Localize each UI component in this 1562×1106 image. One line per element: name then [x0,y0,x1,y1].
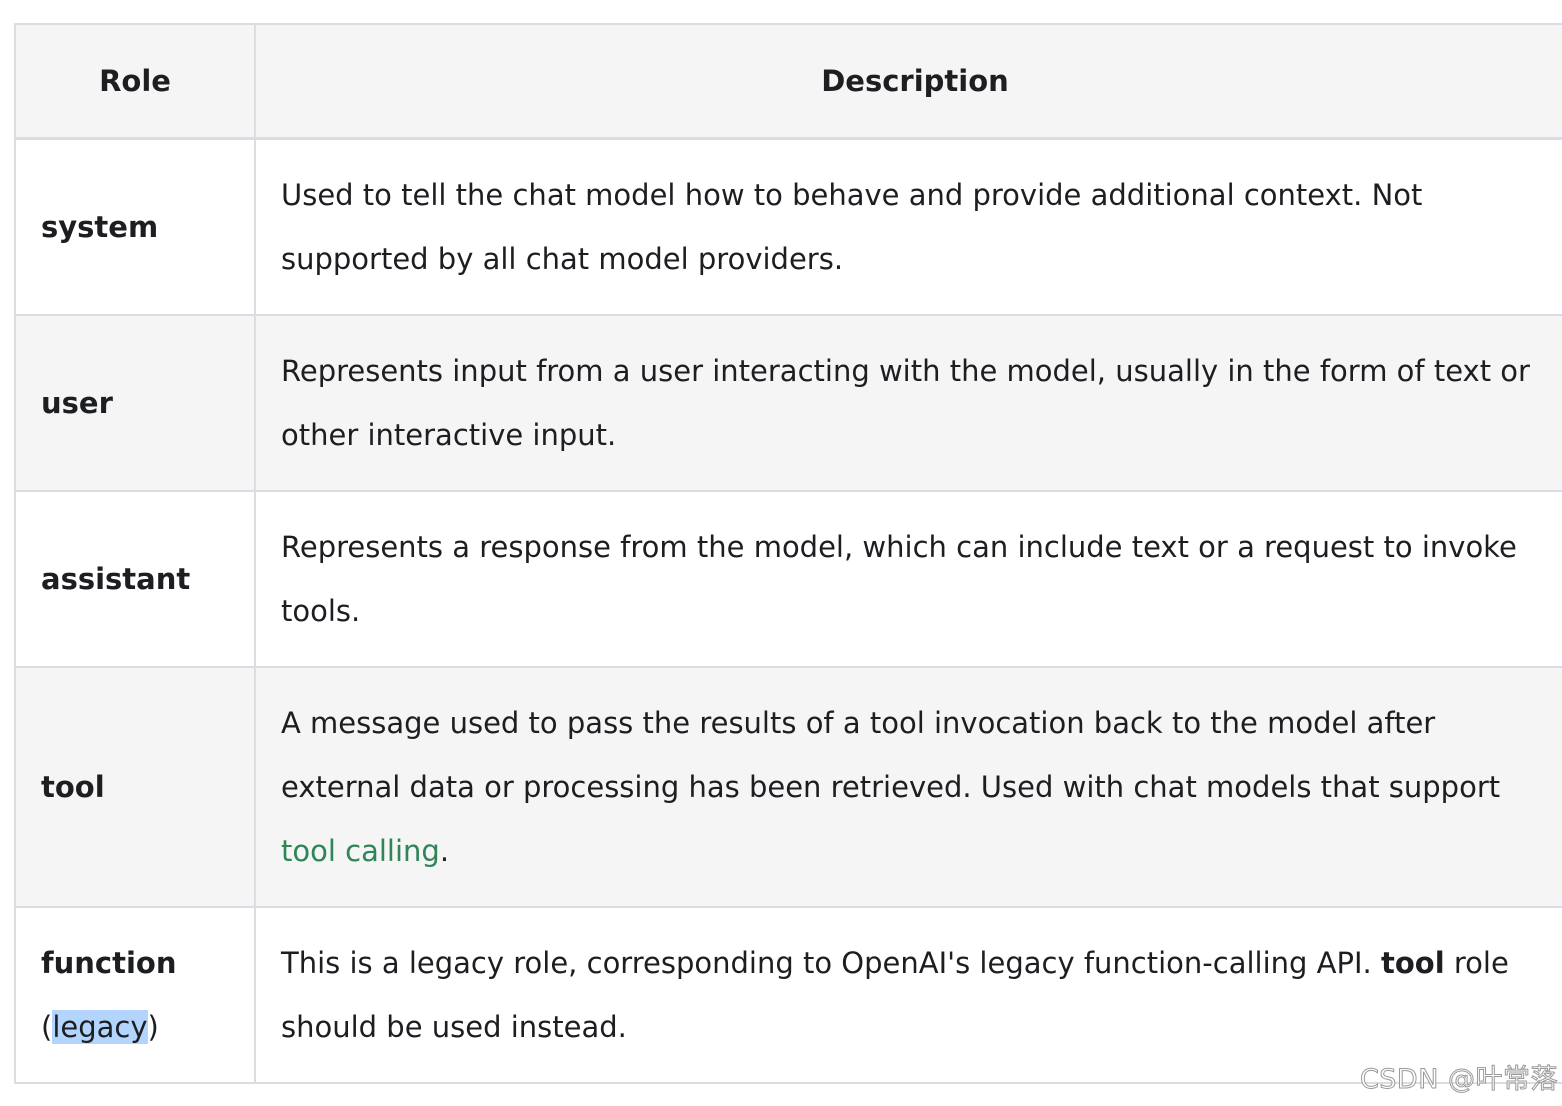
description-period: . [439,834,450,868]
description-cell: This is a legacy role, corresponding to … [254,906,1562,1084]
role-name: function [41,946,177,980]
selected-text-highlight: legacy [52,1010,148,1044]
table-row-assistant: assistant Represents a response from the… [14,490,1562,668]
table-row-function: function (legacy) This is a legacy role, … [14,906,1562,1084]
role-cell: assistant [14,490,256,668]
description-cell: Used to tell the chat model how to behav… [254,137,1562,316]
table-row-system: system Used to tell the chat model how t… [14,137,1562,316]
role-paren-open: ( [41,1010,53,1044]
header-role: Role [14,23,256,140]
description-cell: A message used to pass the results of a … [254,666,1562,908]
roles-table: Role Description system Used to tell the… [14,23,1562,1084]
role-cell: function (legacy) [14,906,256,1084]
role-paren-close: ) [147,1010,159,1044]
description-text-end: role should be used instead. [281,946,1509,1044]
table-row-user: user Represents input from a user intera… [14,314,1562,492]
header-row: Role Description [14,23,1562,140]
bold-tool-term: tool [1380,946,1445,980]
table-body: system Used to tell the chat model how t… [14,137,1562,1084]
role-cell: system [14,137,256,316]
header-description: Description [254,23,1562,140]
role-cell: user [14,314,256,492]
watermark: CSDN @叶常落 [1359,1064,1558,1096]
table-row-tool: tool A message used to pass the results … [14,666,1562,908]
table-header: Role Description [14,23,1562,140]
description-cell: Represents a response from the model, wh… [254,490,1562,668]
description-text: A message used to pass the results of a … [281,706,1501,804]
description-cell: Represents input from a user interacting… [254,314,1562,492]
tool-calling-link[interactable]: tool calling [281,834,440,868]
role-cell: tool [14,666,256,908]
description-text: This is a legacy role, corresponding to … [281,946,1381,980]
